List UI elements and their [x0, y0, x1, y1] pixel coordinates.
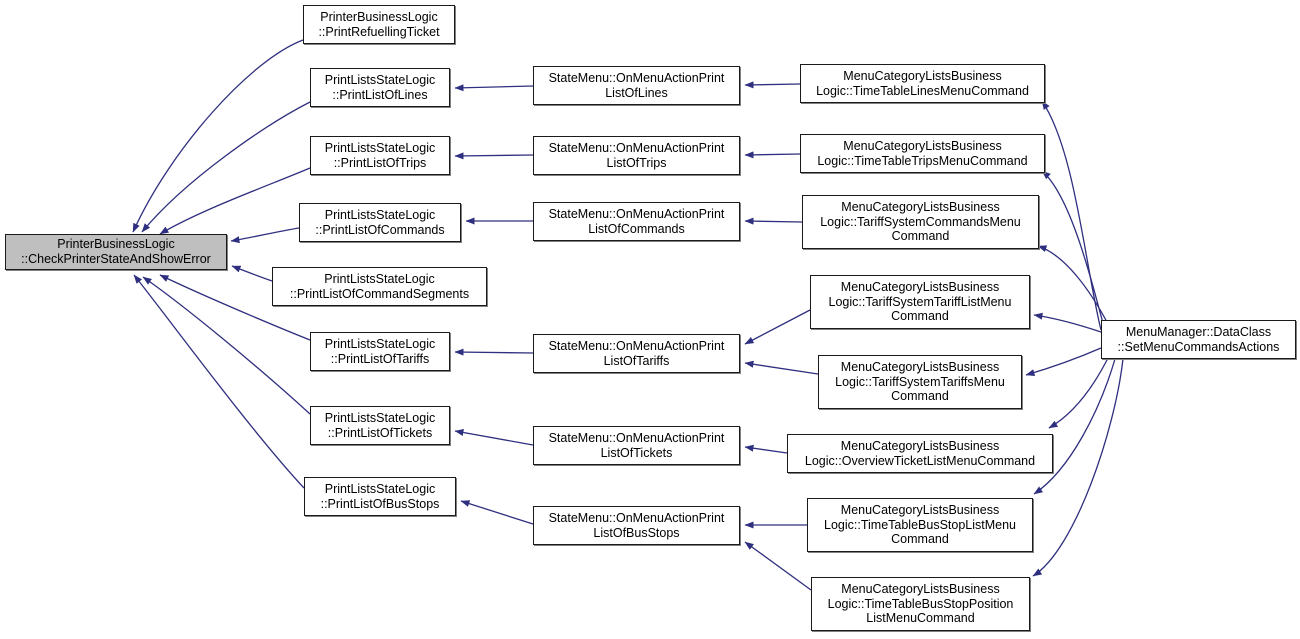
call-edge-cmdsegments-to-root: [231, 265, 273, 282]
call-edge-menumanager-to-mc_tariffs: [1025, 347, 1102, 376]
call-edge-sm_busstops-to-busstops: [460, 500, 534, 525]
graph-node-label: PrinterBusinessLogic ::CheckPrinterState…: [21, 237, 211, 266]
graph-node-label: MenuCategoryListsBusiness Logic::TariffS…: [828, 280, 1012, 324]
graph-node-mc_trips[interactable]: MenuCategoryListsBusiness Logic::TimeTab…: [800, 134, 1045, 173]
graph-node-mc_busstoppos[interactable]: MenuCategoryListsBusiness Logic::TimeTab…: [811, 577, 1030, 631]
graph-node-mc_lines[interactable]: MenuCategoryListsBusiness Logic::TimeTab…: [800, 64, 1045, 103]
graph-node-sm_commands[interactable]: StateMenu::OnMenuActionPrint ListOfComma…: [533, 202, 740, 241]
graph-node-mc_tarifflist[interactable]: MenuCategoryListsBusiness Logic::TariffS…: [810, 275, 1030, 329]
graph-node-menumanager[interactable]: MenuManager::DataClass ::SetMenuCommands…: [1101, 320, 1296, 359]
graph-node-mc_tariffs[interactable]: MenuCategoryListsBusiness Logic::TariffS…: [818, 355, 1022, 409]
graph-node-label: PrintListsStateLogic ::PrintListOfComman…: [289, 271, 470, 301]
graph-node-root[interactable]: PrinterBusinessLogic ::CheckPrinterState…: [5, 234, 227, 270]
call-edge-mc_overview-to-sm_tickets: [744, 444, 788, 454]
graph-node-label: MenuCategoryListsBusiness Logic::TimeTab…: [817, 138, 1028, 168]
call-edge-mc_trips-to-sm_trips: [744, 151, 801, 159]
call-edge-lines-to-root: [141, 101, 311, 233]
graph-node-sm_lines[interactable]: StateMenu::OnMenuActionPrint ListOfLines: [533, 66, 740, 105]
graph-node-label: StateMenu::OnMenuActionPrint ListOfLines: [548, 70, 725, 100]
graph-node-cmdsegments[interactable]: PrintListsStateLogic ::PrintListOfComman…: [272, 267, 487, 306]
graph-node-sm_trips[interactable]: StateMenu::OnMenuActionPrint ListOfTrips: [533, 136, 740, 175]
graph-node-mc_busstoplist[interactable]: MenuCategoryListsBusiness Logic::TimeTab…: [807, 498, 1033, 552]
call-edge-menumanager-to-mc_busstoplist: [1033, 358, 1116, 495]
call-edge-mc_busstoppos-to-sm_busstops: [744, 541, 812, 591]
graph-node-tariffs[interactable]: PrintListsStateLogic ::PrintListOfTariff…: [310, 332, 450, 371]
graph-node-label: MenuCategoryListsBusiness Logic::TariffS…: [820, 200, 1021, 244]
call-edge-sm_lines-to-lines: [454, 84, 534, 92]
call-edge-sm_tariffs-to-tariffs: [454, 348, 534, 356]
graph-node-lines[interactable]: PrintListsStateLogic ::PrintListOfLines: [310, 68, 450, 107]
graph-node-label: PrintListsStateLogic ::PrintListOfBusSto…: [320, 481, 440, 511]
graph-node-label: MenuCategoryListsBusiness Logic::TimeTab…: [827, 582, 1014, 626]
graph-node-label: StateMenu::OnMenuActionPrint ListOfTrips: [548, 140, 725, 170]
graph-node-sm_tickets[interactable]: StateMenu::OnMenuActionPrint ListOfTicke…: [533, 426, 740, 465]
call-edge-menumanager-to-mc_overview: [1048, 355, 1110, 429]
graph-node-label: PrinterBusinessLogic ::PrintRefuellingTi…: [318, 9, 440, 39]
graph-node-label: MenuCategoryListsBusiness Logic::TimeTab…: [824, 503, 1016, 547]
graph-node-mc_overview[interactable]: MenuCategoryListsBusiness Logic::Overvie…: [787, 434, 1053, 473]
graph-node-label: MenuCategoryListsBusiness Logic::TariffS…: [835, 360, 1005, 404]
graph-node-trips[interactable]: PrintListsStateLogic ::PrintListOfTrips: [310, 136, 450, 175]
call-edge-menumanager-to-mc_lines: [1041, 100, 1102, 331]
graph-node-mc_tariffcmds[interactable]: MenuCategoryListsBusiness Logic::TariffS…: [802, 195, 1039, 249]
call-edge-tariffs-to-root: [159, 274, 311, 341]
graph-node-tickets[interactable]: PrintListsStateLogic ::PrintListOfTicket…: [310, 406, 450, 445]
call-edge-mc_lines-to-sm_lines: [744, 81, 801, 89]
call-edge-menumanager-to-mc_tarifflist: [1033, 312, 1102, 333]
graph-node-label: PrintListsStateLogic ::PrintListOfTrips: [324, 140, 436, 170]
graph-node-label: StateMenu::OnMenuActionPrint ListOfTarif…: [548, 338, 725, 368]
graph-node-label: MenuManager::DataClass ::SetMenuCommands…: [1117, 324, 1280, 354]
graph-node-label: PrintListsStateLogic ::PrintListOfTicket…: [324, 410, 436, 440]
call-edge-sm_trips-to-trips: [454, 152, 534, 160]
graph-node-label: MenuCategoryListsBusiness Logic::TimeTab…: [816, 68, 1029, 98]
graph-node-busstops[interactable]: PrintListsStateLogic ::PrintListOfBusSto…: [304, 477, 456, 516]
call-edge-sm_tickets-to-tickets: [454, 429, 534, 446]
call-edge-menumanager-to-mc_tariffcmds: [1037, 245, 1109, 325]
call-edge-refuel-to-root: [132, 39, 304, 233]
call-edge-busstops-to-root: [133, 274, 305, 489]
graph-node-label: PrintListsStateLogic ::PrintListOfTariff…: [324, 336, 436, 366]
graph-node-sm_tariffs[interactable]: StateMenu::OnMenuActionPrint ListOfTarif…: [533, 334, 740, 373]
graph-node-label: PrintListsStateLogic ::PrintListOfLines: [324, 72, 436, 102]
call-edge-mc_tariffcmds-to-sm_commands: [744, 217, 803, 225]
call-edge-commands-to-root: [230, 227, 300, 244]
graph-node-refuel[interactable]: PrinterBusinessLogic ::PrintRefuellingTi…: [303, 5, 455, 44]
graph-node-label: StateMenu::OnMenuActionPrint ListOfComma…: [548, 206, 725, 236]
graph-node-label: MenuCategoryListsBusiness Logic::Overvie…: [804, 438, 1036, 468]
graph-node-label: StateMenu::OnMenuActionPrint ListOfBusSt…: [548, 510, 725, 540]
call-edge-tickets-to-root: [142, 276, 311, 415]
graph-node-commands[interactable]: PrintListsStateLogic ::PrintListOfComman…: [299, 203, 461, 242]
call-edge-mc_tariffs-to-sm_tariffs: [744, 360, 819, 375]
graph-node-sm_busstops[interactable]: StateMenu::OnMenuActionPrint ListOfBusSt…: [533, 506, 740, 545]
call-edge-trips-to-root: [159, 167, 311, 235]
graph-node-label: PrintListsStateLogic ::PrintListOfComman…: [315, 207, 445, 237]
call-edge-menumanager-to-mc_busstoppos: [1032, 358, 1124, 577]
graph-node-label: StateMenu::OnMenuActionPrint ListOfTicke…: [548, 430, 725, 460]
call-edge-mc_tarifflist-to-sm_tariffs: [744, 309, 811, 345]
